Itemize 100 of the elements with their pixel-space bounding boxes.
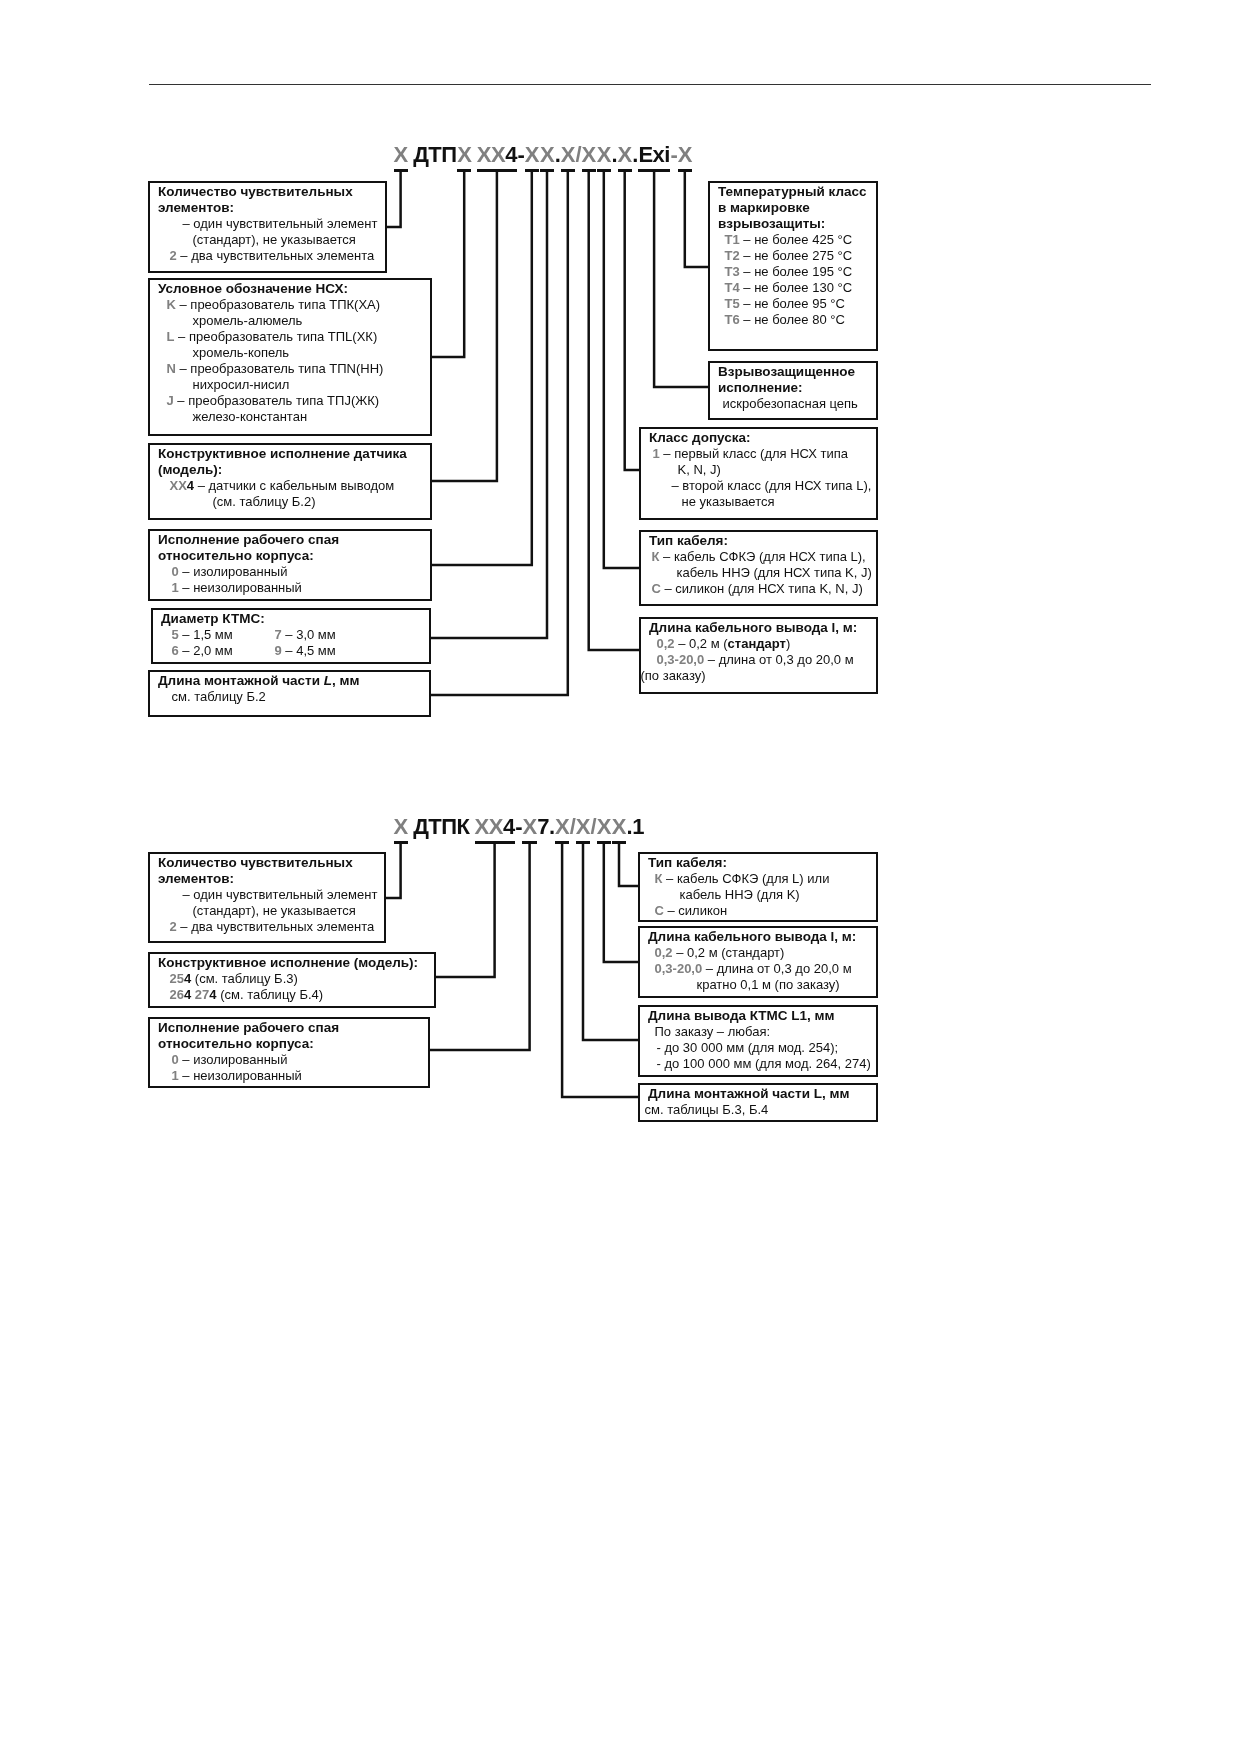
description-box: [638, 852, 878, 922]
option-text: 5 – 1,5 мм: [170, 626, 233, 643]
option-text: 2 – два чувствительных элемента: [169, 247, 375, 264]
box-heading: Тип кабеля:: [649, 532, 728, 549]
code-text: X: [575, 815, 591, 839]
box-heading: Условное обозначение НСХ:: [158, 280, 348, 297]
code-text: .: [611, 143, 618, 167]
box-heading: Исполнение рабочего спая относительно корпуса:: [158, 531, 341, 564]
option-text: 0 – изолированный: [171, 563, 288, 580]
description-box: [638, 1005, 878, 1077]
code-text: X: [617, 143, 632, 167]
code-text: X: [596, 815, 611, 839]
box-heading: Взрывозащищенное исполнение:: [718, 363, 857, 396]
description-box: [639, 427, 878, 520]
connector-line: [432, 172, 466, 359]
code-text: X: [393, 143, 408, 167]
underlined-code-segment: [581, 143, 596, 172]
option-text: – второй класс (для НСХ типа L), не указывается: [671, 477, 873, 510]
option-text: T4 – не более 130 °C: [724, 279, 853, 296]
option-text: T6 – не более 80 °C: [724, 311, 845, 328]
code-text: 4: [502, 815, 515, 839]
code-text: X: [555, 815, 570, 839]
code-text: -: [517, 143, 525, 167]
description-box: [639, 530, 878, 606]
code-text: /: [569, 815, 576, 839]
box-heading: Конструктивное исполнение (модель):: [158, 954, 419, 971]
description-box: [148, 852, 386, 943]
description-box: [148, 443, 432, 520]
box-heading: Длина кабельного вывода l, м:: [648, 928, 857, 945]
connector-line: [432, 172, 534, 567]
option-text: 264 274 (см. таблицу Б.4): [169, 986, 324, 1003]
box-heading: Тип кабеля:: [648, 854, 727, 871]
option-text: N – преобразователь типа ТПN(НН) нихросил-нисил: [166, 360, 385, 393]
option-text: К – кабель СФКЭ (для НСХ типа L), кабель ННЭ (для НСХ типа K, J): [651, 548, 873, 581]
connector-line: [587, 172, 639, 652]
connector-line: [623, 172, 639, 472]
code-text: -: [515, 815, 522, 839]
connector-line: [431, 172, 549, 640]
code-text: X: [611, 815, 627, 839]
code-text: /: [590, 815, 597, 839]
option-text: 6 – 2,0 мм: [170, 642, 233, 659]
description-box: [708, 181, 878, 351]
code-text: .: [548, 815, 555, 839]
box-heading: Конструктивное исполнение датчика (модель):: [158, 445, 408, 478]
option-text: T1 – не более 425 °C: [724, 231, 853, 248]
code-text: X: [393, 815, 408, 839]
code-text: X: [560, 143, 575, 167]
option-text: см. таблицу Б.2: [171, 688, 266, 705]
code-text: -: [670, 143, 678, 167]
description-box: [148, 529, 432, 601]
code-text: 4: [505, 143, 517, 167]
code-text: X: [522, 815, 537, 839]
option-text: K – преобразователь типа ТПК(ХА) хромель-алюмель: [166, 296, 382, 329]
code-text: X: [524, 143, 539, 167]
code-text: 7: [537, 815, 549, 839]
option-text: 9 – 4,5 мм: [274, 642, 336, 659]
option-text: - до 100 000 мм (для мод. 264, 274): [656, 1055, 871, 1072]
code-text: .1: [626, 815, 644, 839]
option-text: 0,3-20,0 – длина от 0,3 до 20,0 м (по заказу): [640, 651, 855, 684]
box-heading: Количество чувствительных элементов:: [158, 854, 354, 887]
code-text: X: [677, 143, 692, 167]
option-text: 1 – неизолированный: [171, 579, 302, 596]
underlined-code-segment: [638, 143, 670, 172]
option-text: 0 – изолированный: [171, 1051, 288, 1068]
option-text: 0,3-20,0 – длина от 0,3 до 20,0 м кратно 0,1 м (по заказу): [654, 960, 853, 993]
code-text: .: [554, 143, 561, 167]
option-text: – один чувствительный элемент (стандарт), не указывается: [182, 215, 379, 248]
option-text: искробезопасная цепь: [722, 395, 858, 412]
box-heading: Класс допуска:: [649, 429, 751, 446]
option-text: С – силикон: [654, 902, 728, 919]
option-text: L – преобразователь типа ТПL(ХК) хромель-копель: [166, 328, 379, 361]
description-box: [708, 361, 878, 420]
option-text: - до 30 000 мм (для мод. 254);: [656, 1039, 839, 1056]
connector-line: [602, 844, 638, 964]
code-text: X: [539, 143, 555, 167]
box-heading: Количество чувствительных элементов:: [158, 183, 354, 216]
code-text: ДТПК: [413, 815, 470, 839]
description-box: [639, 617, 878, 694]
option-text: По заказу – любая:: [654, 1023, 771, 1040]
connector-line: [386, 844, 402, 900]
connector-line: [431, 172, 570, 697]
option-text: J – преобразователь типа ТПJ(ЖК) железо-константан: [166, 392, 381, 425]
code-text: .: [632, 143, 638, 167]
code-text: /: [575, 143, 582, 167]
option-text: 0,2 – 0,2 м (стандарт): [656, 635, 791, 652]
option-text: T5 – не более 95 °C: [724, 295, 845, 312]
option-text: T3 – не более 195 °C: [724, 263, 853, 280]
code-text: X: [457, 143, 472, 167]
description-box: [148, 181, 387, 273]
connector-line: [602, 172, 639, 570]
code-text: X: [581, 143, 596, 167]
description-box: [148, 1017, 430, 1088]
code-text: XX: [476, 143, 506, 167]
connector-line: [683, 172, 708, 269]
connector-line: [617, 844, 638, 888]
option-text: 1 – неизолированный: [171, 1067, 302, 1084]
connector-line: [436, 844, 496, 979]
description-box: [638, 1083, 878, 1122]
description-box: [151, 608, 431, 664]
option-text: 254 (см. таблицу Б.3): [169, 970, 298, 987]
